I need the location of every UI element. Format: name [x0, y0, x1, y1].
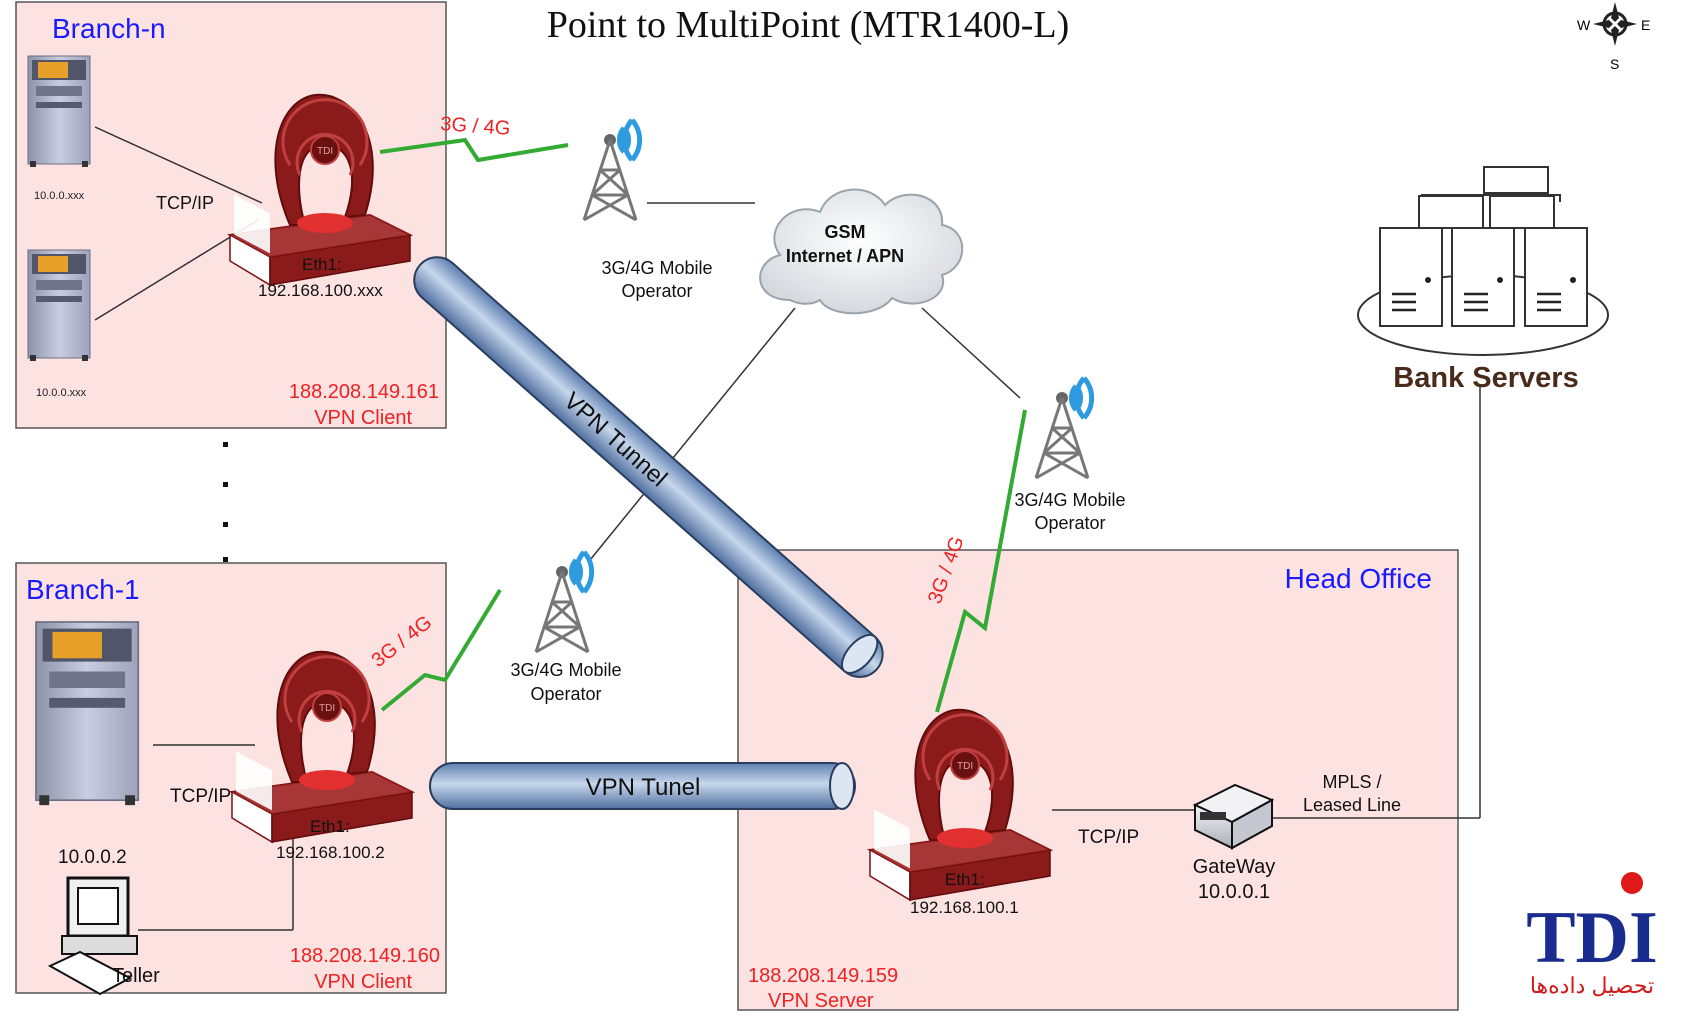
branch-n-atm2-ip: 10.0.0.xxx [36, 387, 87, 399]
cell-tower-icon [536, 552, 592, 652]
branch-n-atm1-ip: 10.0.0.xxx [34, 190, 85, 202]
atm-icon [27, 55, 91, 168]
branch-n-title: Branch-n [52, 13, 166, 44]
radio-links [379, 137, 1027, 713]
logo-subtitle: تحصیل دادەها [1530, 973, 1654, 998]
mpls-line1: MPLS / [1322, 772, 1381, 792]
head-office-link-label: TCP/IP [1078, 827, 1139, 848]
branch-1-wan-ip: 188.208.149.160 [290, 945, 440, 967]
mpls-line2: Leased Line [1303, 795, 1401, 815]
logo-text: TDI [1526, 897, 1658, 979]
tdi-logo: TDI تحصیل دادەها [1526, 872, 1658, 998]
head-office-title: Head Office [1285, 563, 1432, 594]
operator-top-line2: Operator [621, 281, 692, 301]
diagram-title: Point to MultiPoint (MTR1400-L) [547, 4, 1070, 46]
branch-1-role: VPN Client [314, 971, 412, 993]
cloud-line1: GSM [824, 222, 865, 242]
gateway-ip: 10.0.0.1 [1198, 881, 1270, 903]
head-office-eth-ip: 192.168.100.1 [910, 898, 1019, 917]
branch-1-link-label: TCP/IP [170, 786, 231, 807]
branch-1-title: Branch-1 [26, 574, 140, 605]
compass-south: S [1610, 56, 1619, 72]
links [94, 126, 1481, 931]
branch-n-link-label: TCP/IP [156, 193, 214, 213]
compass-west: W [1577, 17, 1591, 33]
vpn-tunnel-horizontal: VPN Tunel [429, 762, 856, 810]
branch-1-eth-ip: 192.168.100.2 [276, 843, 385, 862]
branch-n-eth-ip: 192.168.100.xxx [258, 281, 383, 300]
branch-n-eth-label: Eth1: [302, 255, 342, 274]
operator-bottom-line1: 3G/4G Mobile [510, 660, 621, 680]
bank-servers-icon [1357, 166, 1609, 356]
branch-n-radio-label: 3G / 4G [440, 113, 511, 140]
vpn-tunnel-horizontal-label: VPN Tunel [586, 774, 701, 801]
compass-east: E [1641, 17, 1650, 33]
branch-n-role: VPN Client [314, 407, 412, 429]
head-office-wan-ip: 188.208.149.159 [748, 965, 898, 987]
cloud-line2: Internet / APN [786, 246, 904, 266]
branch-n-wan-ip: 188.208.149.161 [289, 381, 439, 403]
cell-tower-icon [1036, 378, 1092, 478]
vpn-tunnel-diagonal-label: VPN Tunnel [558, 387, 672, 492]
operator-right-line2: Operator [1034, 513, 1105, 533]
vpn-tunnel-diagonal: VPN Tunnel [413, 256, 884, 678]
head-office-eth-label: Eth1: [945, 870, 985, 889]
radio-link-branch-n [379, 137, 569, 163]
radio-link-branch-1 [380, 588, 502, 712]
bank-servers-label: Bank Servers [1393, 362, 1578, 394]
atm-icon [27, 249, 91, 362]
gateway-label: GateWay [1193, 856, 1276, 878]
atm-icon [35, 621, 140, 806]
compass-icon: W E S [1577, 2, 1650, 72]
operator-top-line1: 3G/4G Mobile [601, 258, 712, 278]
operator-right-line1: 3G/4G Mobile [1014, 490, 1125, 510]
gateway-icon [1192, 783, 1275, 850]
branch-1-atm-ip: 10.0.0.2 [58, 847, 127, 868]
cell-tower-icon [584, 120, 640, 220]
head-office-role: VPN Server [768, 990, 874, 1012]
branch-1-eth-label: Eth1: [310, 817, 350, 836]
radio-link-head-office [935, 409, 1027, 713]
operator-bottom-line2: Operator [530, 684, 601, 704]
gsm-cloud-icon [759, 188, 964, 315]
more-branches-dots [223, 442, 228, 562]
teller-computer-icon [47, 876, 138, 996]
branch-1-teller-label: Teller [112, 965, 160, 987]
